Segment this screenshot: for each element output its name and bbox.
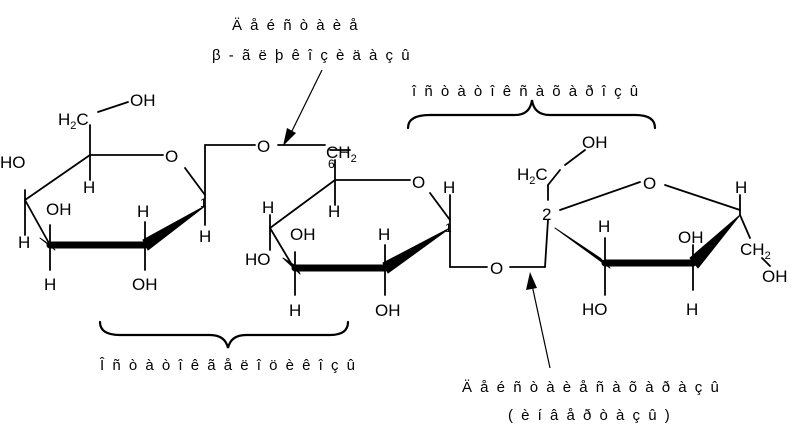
h-c4-2: H: [262, 198, 274, 217]
ch2-6: CH2: [326, 143, 357, 165]
ch2-3: CH2: [740, 240, 771, 262]
oh-c3-1: OH: [46, 200, 72, 219]
oh-c2-2: OH: [375, 301, 401, 320]
glyco-label-line2: β - ã ë þ ê î ç è ä à ç û: [212, 47, 412, 64]
h-c2-2: H: [378, 225, 390, 244]
oh-c3-2: OH: [290, 225, 316, 244]
fructo-bond-label-line1: Ä å é ñ ò à è å ñ à õ à ð à ç û: [462, 379, 721, 396]
h-c1-1: H: [199, 227, 211, 246]
arrow-fructosidic: [526, 272, 551, 369]
fructo-bond-label-line2: ( è í â å ð ò à ç û ): [508, 407, 672, 424]
galactose-group-label: Î ñ ò à ò î ê ã å ë î ö è ê î ç û: [99, 357, 357, 374]
o-bridge: O: [490, 259, 503, 278]
oh-ch2-3b: OH: [762, 267, 788, 286]
h-c5-2: H: [328, 202, 340, 221]
c1-num-2: 1: [445, 221, 452, 235]
h-c5-3: H: [735, 178, 747, 197]
ring-o-3: O: [643, 174, 656, 193]
brace-fructose: [406, 99, 657, 130]
oh-c4-3: OH: [678, 228, 704, 247]
h-c4-3: H: [686, 300, 698, 319]
h-c3-3: H: [598, 217, 610, 236]
ho-c4-2: HO: [245, 250, 271, 269]
ring-galactose: [24, 101, 256, 271]
h-c3-2: H: [289, 301, 301, 320]
c1-num-1: 1: [200, 196, 207, 210]
h2c-3: H2C: [517, 165, 548, 187]
ho-c3-3: HO: [582, 300, 608, 319]
c2-num-3: 2: [542, 205, 551, 224]
o-glyco-1: O: [257, 137, 270, 156]
c6-num: 6: [328, 157, 335, 171]
oh-ch2-1: OH: [130, 91, 156, 110]
h-c3-1: H: [44, 275, 56, 294]
ring-o-1: O: [165, 147, 178, 166]
ring-fructose: [544, 149, 771, 296]
annotations: Ä å é ñ ò à è å β - ã ë þ ê î ç è ä à ç …: [99, 17, 721, 424]
oh-ch2-3: OH: [582, 133, 608, 152]
h-c5-1: H: [83, 178, 95, 197]
atom-labels: OH H2C O H HO OH H H H OH 1 H O CH2 6 O …: [0, 91, 788, 320]
glyco-label-line1: Ä å é ñ ò à è å: [232, 17, 360, 34]
ho-c4-1: HO: [0, 153, 26, 172]
arrow-glycosidic-beta: [283, 69, 323, 146]
h2c-1: H2C: [58, 110, 89, 132]
ring-glucose: [269, 144, 546, 296]
fructose-group-label: î ñ ò à ò î ê ñ à õ à ð î ç û: [411, 83, 640, 100]
h-c1-2: H: [443, 178, 455, 197]
h-c2-1: H: [137, 202, 149, 221]
brace-galactose: [98, 320, 350, 349]
oh-c2-1: OH: [132, 275, 158, 294]
ring-o-2: O: [412, 173, 425, 192]
h-c4-1: H: [18, 233, 30, 252]
